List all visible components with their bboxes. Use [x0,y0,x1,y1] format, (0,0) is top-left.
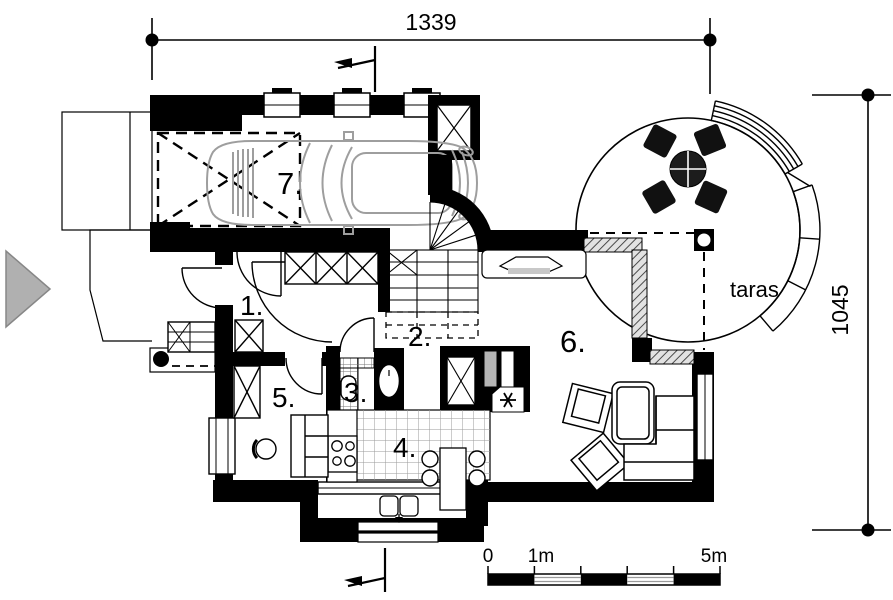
door-garage-hall [236,251,282,297]
stair-headroom-dashed [385,311,479,339]
room-label-7: 7. [277,166,303,201]
office-chair-icon [251,438,277,460]
kitchen-shaft-block [446,350,525,413]
terrace-steps-top [710,100,803,175]
section-marker-bottom [344,548,387,592]
garage-window [333,88,371,118]
terrace-chair-icon [693,123,727,157]
flue-icon [483,350,498,388]
section-marker-top [334,46,377,92]
coffee-table-icon [611,381,655,445]
wardrobe-icon [233,365,261,419]
sofa-icon [623,395,695,481]
driveway-outline [61,111,153,342]
window-sill-planter [481,249,587,279]
scale-bar: 0 1m 5m [483,546,727,586]
door-front [181,267,223,309]
bar-counter [421,447,486,511]
room-label-3: 3. [344,377,367,408]
car-icon [205,131,479,235]
window-room6 [696,373,714,461]
entrance-arrow [5,249,52,329]
terrace-column [694,229,714,251]
terrace-chair-icon [643,124,677,158]
room-label-1: 1. [240,290,263,321]
terrace-label: taras [730,277,779,302]
toilet-icon [377,363,401,399]
room-label-6: 6. [560,324,586,359]
terrace-table-icon [669,150,707,188]
stool-icon [421,450,439,468]
room-label-2: 2. [408,321,431,352]
wardrobe-icon [284,251,379,285]
stool-icon [468,450,486,468]
room-label-4: 4. [393,432,416,463]
washbasin-icon [340,375,357,401]
terrace: taras [575,100,821,350]
flue-icon [500,350,515,392]
garage-window [263,88,301,118]
door-wc [339,317,375,353]
dimension-right-label: 1045 [827,284,853,335]
stool-icon [468,469,486,487]
stool-icon [421,469,439,487]
window-room5 [208,417,236,475]
dimension-top-label: 1339 [405,9,456,35]
glazed-wall-band [583,237,695,365]
terrace-chair-icon [694,180,728,214]
scale-label-1m: 1m [528,546,554,567]
gas-point-icon [491,386,525,413]
terrace-chair-icon [642,180,676,214]
desk-icon [290,414,329,478]
bay-table-icon [379,495,419,523]
porch-column [153,351,169,367]
terrace-steps-right [759,171,821,332]
wardrobe-icon [234,319,264,353]
armchair-icon [570,432,630,492]
dimension-right [812,88,891,537]
kitchen-room [326,350,525,523]
scale-label-5m: 5m [701,546,727,567]
armchair-icon [561,382,615,434]
entrance-porch [149,321,216,373]
garage-room: 7. [150,88,480,252]
room-label-5: 5. [272,382,295,413]
stove-icon [327,435,358,473]
dimension-top [145,18,717,94]
wc-room [339,357,401,413]
scale-label-zero: 0 [483,546,494,567]
door-room5 [285,357,323,395]
